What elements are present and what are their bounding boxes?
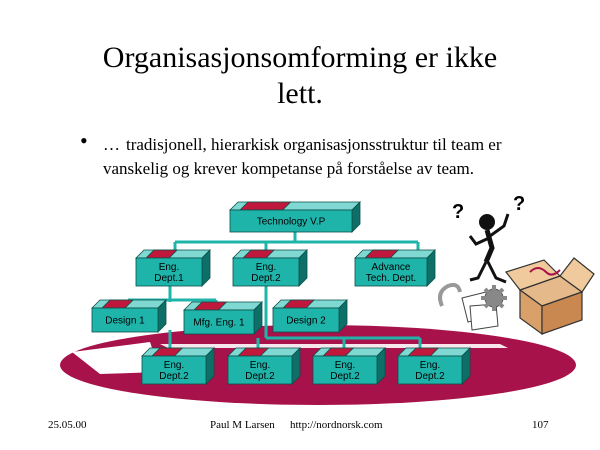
box-front-face <box>354 257 428 287</box>
box-eng-dept-2-b: Eng.Dept.2 <box>227 347 301 385</box>
box-label: Mfg. Eng. 1 <box>193 318 245 329</box>
box-front-face <box>229 209 353 233</box>
box-mfg-eng-1: Mfg. Eng. 1 <box>183 301 263 335</box>
box-label: Dept.2 <box>245 371 275 382</box>
box-label: Dept.2 <box>159 371 189 382</box>
box-eng-dept-2-c: Eng.Dept.2 <box>312 347 386 385</box>
box-label: Eng. <box>250 360 271 371</box>
footer-page-number: 107 <box>532 419 549 431</box>
box-design-2: Design 2 <box>272 299 348 333</box>
box-front-face <box>135 257 203 287</box>
box-front-face <box>232 257 300 287</box>
box-label: Dept.2 <box>415 371 445 382</box>
box-label: Design 1 <box>105 316 145 327</box>
floor-white-stripe <box>160 344 508 348</box>
footer-date: 25.05.00 <box>48 419 87 431</box>
gear-icon <box>481 285 507 311</box>
org-boxes: Technology V.PEng.Dept.1Eng.Dept.2Advanc… <box>91 201 471 385</box>
box-label: Eng. <box>159 262 180 273</box>
title-line-2: lett. <box>277 77 323 110</box>
box-front-face <box>312 355 378 385</box>
svg-text:?: ? <box>513 193 525 215</box>
box-front-face <box>183 309 255 335</box>
box-label: Eng. <box>164 360 185 371</box>
bullet-text: … tradisjonell, hierarkisk organisasjonss… <box>103 133 593 181</box>
footer-url: http://nordnorsk.com <box>290 419 383 431</box>
floor-white-shape <box>72 342 160 374</box>
box-front-face <box>227 355 293 385</box>
bullet-ellipsis: … <box>103 135 120 154</box>
bullet-marker: • <box>80 128 88 153</box>
title-line-1: Organisasjonsomforming er ikke <box>102 41 498 74</box>
bullet-line-1-text: tradisjonell, hierarkisk organisasjonsst… <box>126 135 502 154</box>
bullet-line-1: … tradisjonell, hierarkisk organisasjonss… <box>103 133 593 157</box>
box-front-face <box>141 355 207 385</box>
box-eng-dept-2-d: Eng.Dept.2 <box>397 347 471 385</box>
bullet-line-2: vanskelig og krever kompetanse på forstå… <box>103 159 475 178</box>
svg-text:?: ? <box>452 201 464 223</box>
box-eng-dept-1: Eng.Dept.1 <box>135 249 211 287</box>
box-label: Dept.2 <box>251 273 281 284</box>
box-label: Design 2 <box>286 316 326 327</box>
confused-stick-figure-icon: ? ? <box>452 193 525 284</box>
box-technology-vp: Technology V.P <box>229 201 361 233</box>
footer-author: Paul M Larsen <box>210 419 275 431</box>
box-label: Eng. <box>420 360 441 371</box>
box-label: Dept.1 <box>154 273 184 284</box>
box-label: Tech. Dept. <box>366 273 417 284</box>
box-top-accent <box>239 201 292 211</box>
box-label: Eng. <box>256 262 277 273</box>
box-front-face <box>397 355 463 385</box>
box-label: Technology V.P <box>257 217 326 228</box>
cardboard-box-icon <box>504 257 595 336</box>
box-front-face <box>91 307 159 333</box>
box-front-face <box>272 307 340 333</box>
box-label: Advance <box>372 262 411 273</box>
slide-title: Organisasjonsomforming er ikke lett. <box>60 40 540 112</box>
box-eng-dept-2-top: Eng.Dept.2 <box>232 249 308 287</box>
box-design-1: Design 1 <box>91 299 167 333</box>
box-label: Eng. <box>335 360 356 371</box>
box-eng-dept-2-a: Eng.Dept.2 <box>141 347 215 385</box>
box-label: Dept.2 <box>330 371 360 382</box>
